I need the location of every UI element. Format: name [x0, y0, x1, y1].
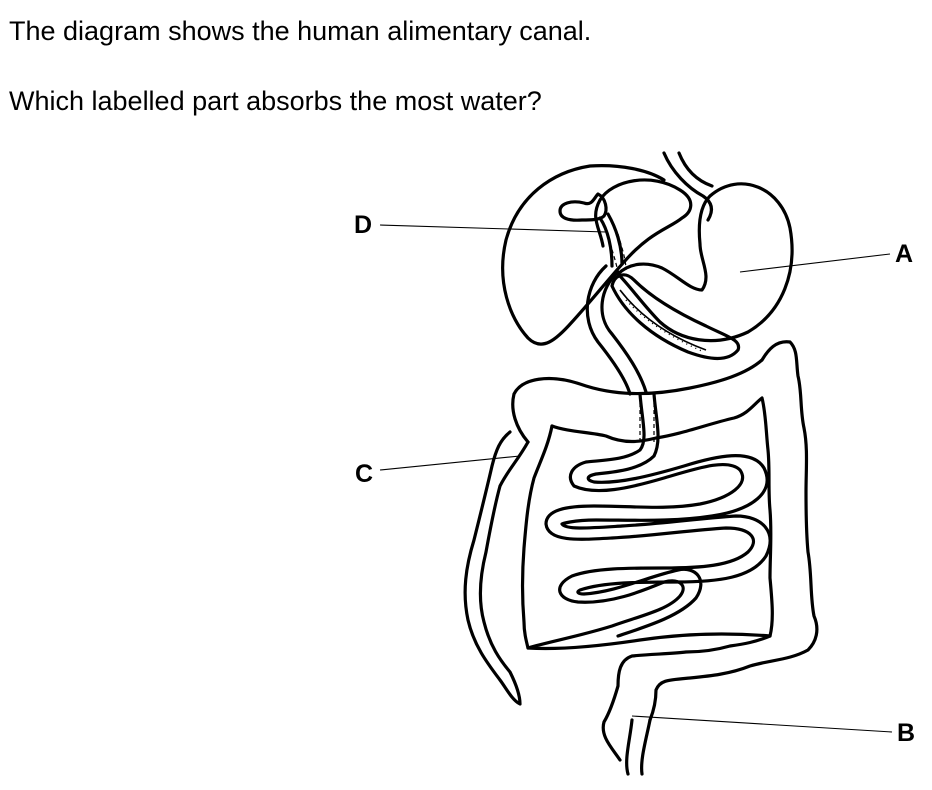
gall-bladder [558, 192, 624, 268]
label-d-leader [379, 224, 607, 233]
label-c: C [355, 460, 373, 488]
duodenum [585, 264, 648, 396]
hidden-tube-sections [607, 233, 655, 442]
label-a: A [895, 240, 913, 268]
label-b-leader [631, 715, 893, 733]
pancreas [610, 273, 741, 361]
rectum [625, 718, 652, 776]
question-intro: The diagram shows the human alimentary c… [9, 16, 592, 46]
question-prompt: Which labelled part absorbs the most wat… [9, 86, 542, 116]
label-b: B [897, 719, 915, 747]
label-d: D [354, 211, 372, 239]
label-c-leader [379, 455, 521, 471]
liver [501, 164, 693, 346]
stomach [616, 182, 794, 343]
oesophagus [662, 151, 714, 222]
large-intestine [463, 340, 819, 762]
small-intestine [526, 392, 772, 650]
label-a-leader [739, 253, 891, 273]
